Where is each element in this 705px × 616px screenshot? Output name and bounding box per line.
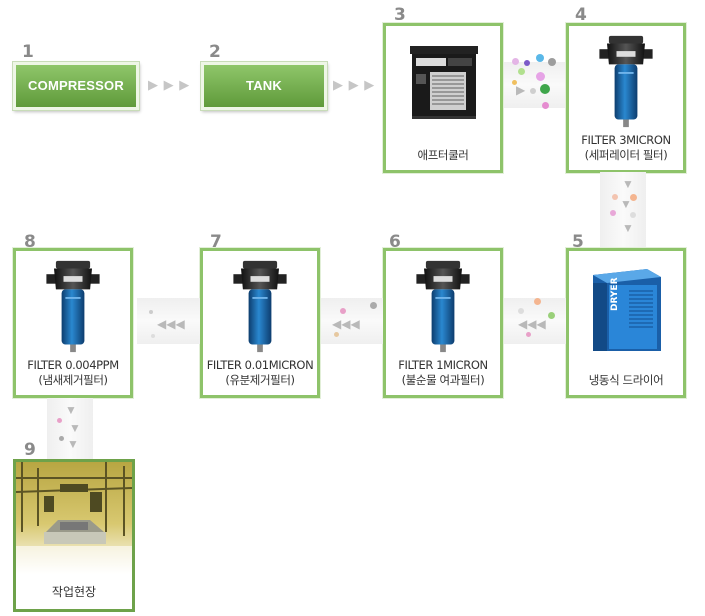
step-number: 1 [22,42,34,62]
connector-7-8: ◀◀◀ [137,298,200,344]
filter-label-line2: (세퍼레이터 필터) [584,148,668,162]
step-number: 2 [209,42,221,62]
dryer-label: 냉동식 드라이어 [588,373,664,387]
filter-housing-icon [46,260,100,353]
filter-0004ppm-step: FILTER 0.004PPM (냄새제거필터) [13,248,133,398]
step-number: 4 [575,5,587,25]
connector-4-5: ▼ ▼ ▼ [600,172,646,248]
dryer-step: DRYER 냉동식 드라이어 [566,248,686,398]
aftercooler-step: 애프터쿨러 [383,23,503,173]
work-site-step: 작업현장 [13,459,135,612]
compressor-step: COMPRESSOR [13,62,139,110]
filter-label-line1: FILTER 0.01MICRON [206,358,314,372]
step-number: 6 [389,232,401,252]
filter-label-line2: (냄새제거필터) [38,373,108,387]
filter-label-line1: FILTER 1MICRON [398,358,488,372]
work-site-label: 작업현장 [51,585,97,599]
filter-label-line1: FILTER 0.004PPM [27,358,119,372]
filter-label-line1: FILTER 3MICRON [581,133,671,147]
connector-8-9: ▼ ▼ ▼ [47,398,93,460]
connector-3-4: ▶ [502,54,566,109]
connector-5-6: ◀◀◀ [502,298,566,344]
aftercooler-label: 애프터쿨러 [417,148,469,162]
filter-3micron-step: FILTER 3MICRON (세퍼레이터 필터) [566,23,686,173]
refrigerated-dryer-icon: DRYER [593,269,661,351]
filter-label-line2: (불순물 여과필터) [401,373,485,387]
flow-arrows-icon: ▶ ▶ ▶ [148,77,191,92]
filter-label-line2: (유분제거필터) [225,373,295,387]
tank-step: TANK [201,62,327,110]
step-number: 5 [572,232,584,252]
step-number: 9 [24,440,36,460]
step-number: 7 [210,232,222,252]
filter-housing-icon [233,260,287,353]
step-number: 3 [394,5,406,25]
filter-001micron-step: FILTER 0.01MICRON (유분제거필터) [200,248,320,398]
step-number: 8 [24,232,36,252]
aftercooler-unit-icon [410,46,478,119]
connector-6-7: ◀◀◀ [320,298,383,344]
filter-housing-icon [599,35,653,128]
filter-1micron-step: FILTER 1MICRON (불순물 여과필터) [383,248,503,398]
factory-floor-image [16,462,132,574]
flow-arrows-icon: ▶ ▶ ▶ [333,77,376,92]
filter-housing-icon [416,260,470,353]
svg-text:DRYER: DRYER [610,277,620,311]
